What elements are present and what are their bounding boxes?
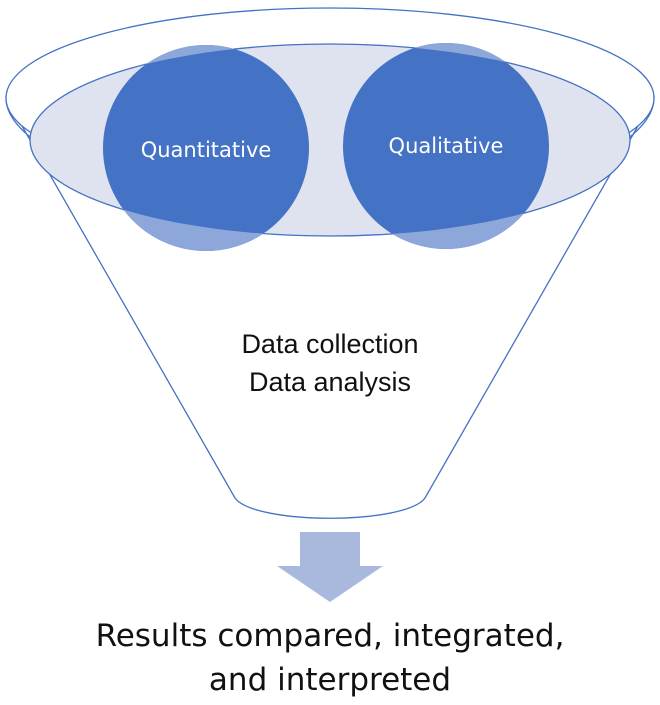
result-text-line1: Results compared, integrated, bbox=[95, 618, 565, 654]
qualitative-circle bbox=[343, 43, 549, 249]
funnel-text-line2: Data analysis bbox=[249, 367, 411, 397]
result-text-line2: and interpreted bbox=[208, 662, 452, 698]
funnel-text-line1: Data collection bbox=[241, 329, 418, 359]
quantitative-circle bbox=[103, 45, 309, 251]
down-arrow-icon bbox=[277, 532, 383, 602]
quantitative-label: Quantitative bbox=[141, 138, 272, 162]
qualitative-label: Qualitative bbox=[389, 134, 504, 158]
